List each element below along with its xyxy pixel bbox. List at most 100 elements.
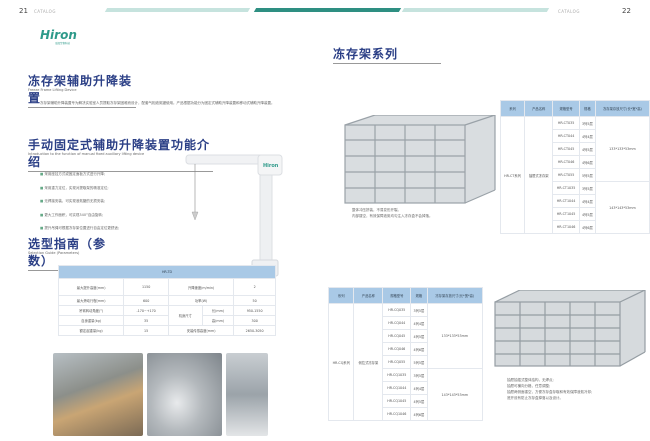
product-name-cell: 抽屉式冻存架	[524, 116, 554, 234]
size-cell: 133*133*53mm	[594, 116, 650, 182]
section-title: 手动固定式辅助升降装置功能介绍	[28, 136, 213, 172]
model-cell: HR-CQ045	[382, 329, 412, 343]
rack-caption: 抽屉抽插式整体结构，无焊点; 抽屉可横向分格，任意调整; 抽屉两侧面镂空，方便冻…	[507, 377, 647, 401]
table-cell: 15	[123, 325, 169, 336]
model-cell: HR-CT044	[552, 129, 580, 143]
product-photo	[53, 353, 143, 436]
model-cell: HR-CT055	[552, 168, 580, 182]
series-cell: HR-CQ系列	[327, 303, 355, 421]
caption-line: 整体冲压拼装，不易变形开裂。	[352, 208, 401, 212]
model-cell: HR-CT035	[552, 116, 580, 130]
size-cell: 133*133*53mm	[426, 303, 484, 369]
series-cell: HR-CT系列	[499, 116, 526, 234]
table-cell: 长(mm)	[201, 305, 235, 316]
table-cell: 安装传感高度(mm)	[167, 325, 235, 336]
column-header: 规格型号	[382, 287, 412, 304]
model-cell: HR-CQ044	[382, 316, 412, 330]
caption-line: 抽屉可横向分格，任意调整;	[507, 384, 551, 388]
section-subtitle: Selection Guide (Parameters)	[28, 251, 80, 255]
column-header: 规格型号	[552, 100, 580, 117]
caption-line: 抽屉抽插式整体结构，无焊点;	[507, 378, 554, 382]
table-cell: -170~+170	[123, 305, 169, 316]
spec-cell: 4列5层	[410, 329, 428, 343]
page-title: 冻存架系列	[333, 45, 441, 64]
catalog-label-left: CATALOG	[34, 9, 56, 14]
spec-cell: 4列6层	[578, 220, 596, 234]
table-cell: 50	[233, 295, 276, 306]
table-cell: 机身尺寸	[167, 305, 203, 326]
caption-line: 底开设有防止冻存盒掉落以及设计。	[507, 396, 563, 400]
spec-cell: 5列5层	[578, 168, 596, 182]
spec-cell: 4列6层	[410, 342, 428, 356]
caption-line: 内部镂空，有效保障液氮均匀注入冻存盒不会掉落。	[352, 214, 433, 218]
spec-cell: 4列6层	[578, 155, 596, 169]
caption-line: 抽屉两侧面镂空，方便冻存盒存取和有效保障液氮冷却;	[507, 390, 593, 394]
spec-cell: 3列5层	[410, 303, 428, 317]
table-cell: 额定起重量(kg)	[57, 325, 125, 336]
table-cell: 高(mm)	[201, 315, 235, 326]
model-cell: HR-CQ046	[382, 342, 412, 356]
table-cell: 自身重量(kg)	[57, 315, 125, 326]
table-header: HR-TD	[58, 265, 276, 279]
section-title: 冻存架辅助升降装置	[28, 72, 136, 108]
model-cell: HR-CT046	[552, 155, 580, 169]
column-header: 冻存架存放尺寸(长*宽*高)	[594, 100, 650, 117]
page-number-right: 22	[622, 7, 631, 15]
column-header: 产品名称	[353, 287, 384, 304]
table-cell: 300	[233, 315, 276, 326]
spec-cell: 4列5层	[578, 142, 596, 156]
model-cell: HR-CQ1044	[382, 381, 412, 395]
column-header: 规格	[578, 100, 596, 117]
table-cell: 最大滑动行程(mm)	[57, 295, 125, 306]
logo-tagline: 海润生物科技	[55, 42, 71, 45]
feature-item: 采用重力定位，实现对提取架的精准定位;	[40, 186, 119, 191]
spec-cell: 4列4层	[410, 316, 428, 330]
product-photo	[147, 353, 222, 436]
table-cell: 最大提升高度(mm)	[57, 278, 125, 296]
side-pull-rack-image	[494, 290, 646, 367]
size-cell: 143*143*53mm	[594, 181, 650, 234]
table-cell: 吊臂转动角度(°)	[57, 305, 125, 316]
model-cell: HR-CT1045	[552, 207, 580, 221]
column-header: 规格	[410, 287, 428, 304]
model-cell: HR-CQ1046	[382, 407, 412, 421]
section-subtitle: Introduction to the function of manual f…	[28, 152, 145, 156]
column-header: 冻存架存放尺寸(长*宽*高)	[426, 287, 484, 304]
spec-cell: 4列5层	[410, 394, 428, 408]
column-header: 系列	[327, 287, 355, 304]
model-cell: HR-CT045	[552, 142, 580, 156]
table-cell: 1150	[123, 278, 169, 296]
model-cell: HR-CQ055	[382, 355, 412, 369]
spec-cell: 4列5层	[578, 207, 596, 221]
model-cell: HR-CQ1035	[382, 368, 412, 382]
size-cell: 143*143*53mm	[426, 368, 484, 421]
header-bar	[104, 8, 251, 12]
table-cell: 950-1550	[233, 305, 276, 316]
spec-cell: 4列4层	[578, 129, 596, 143]
catalog-label-right: CATALOG	[558, 9, 580, 14]
spec-cell: 4列4层	[410, 381, 428, 395]
table-cell: 35	[123, 315, 169, 326]
model-cell: HR-CQ1045	[382, 394, 412, 408]
model-cell: HR-CQ035	[382, 303, 412, 317]
page-number-left: 21	[19, 7, 28, 15]
spec-cell: 3列5层	[578, 181, 596, 195]
product-name-cell: 侧拉式冻存架	[353, 303, 384, 421]
feature-item: 无焊接安装，可实现液氮罐的无损安装;	[40, 199, 119, 204]
header-bar	[253, 8, 402, 12]
model-cell: HR-CT1046	[552, 220, 580, 234]
svg-text:Hiron: Hiron	[263, 163, 279, 169]
